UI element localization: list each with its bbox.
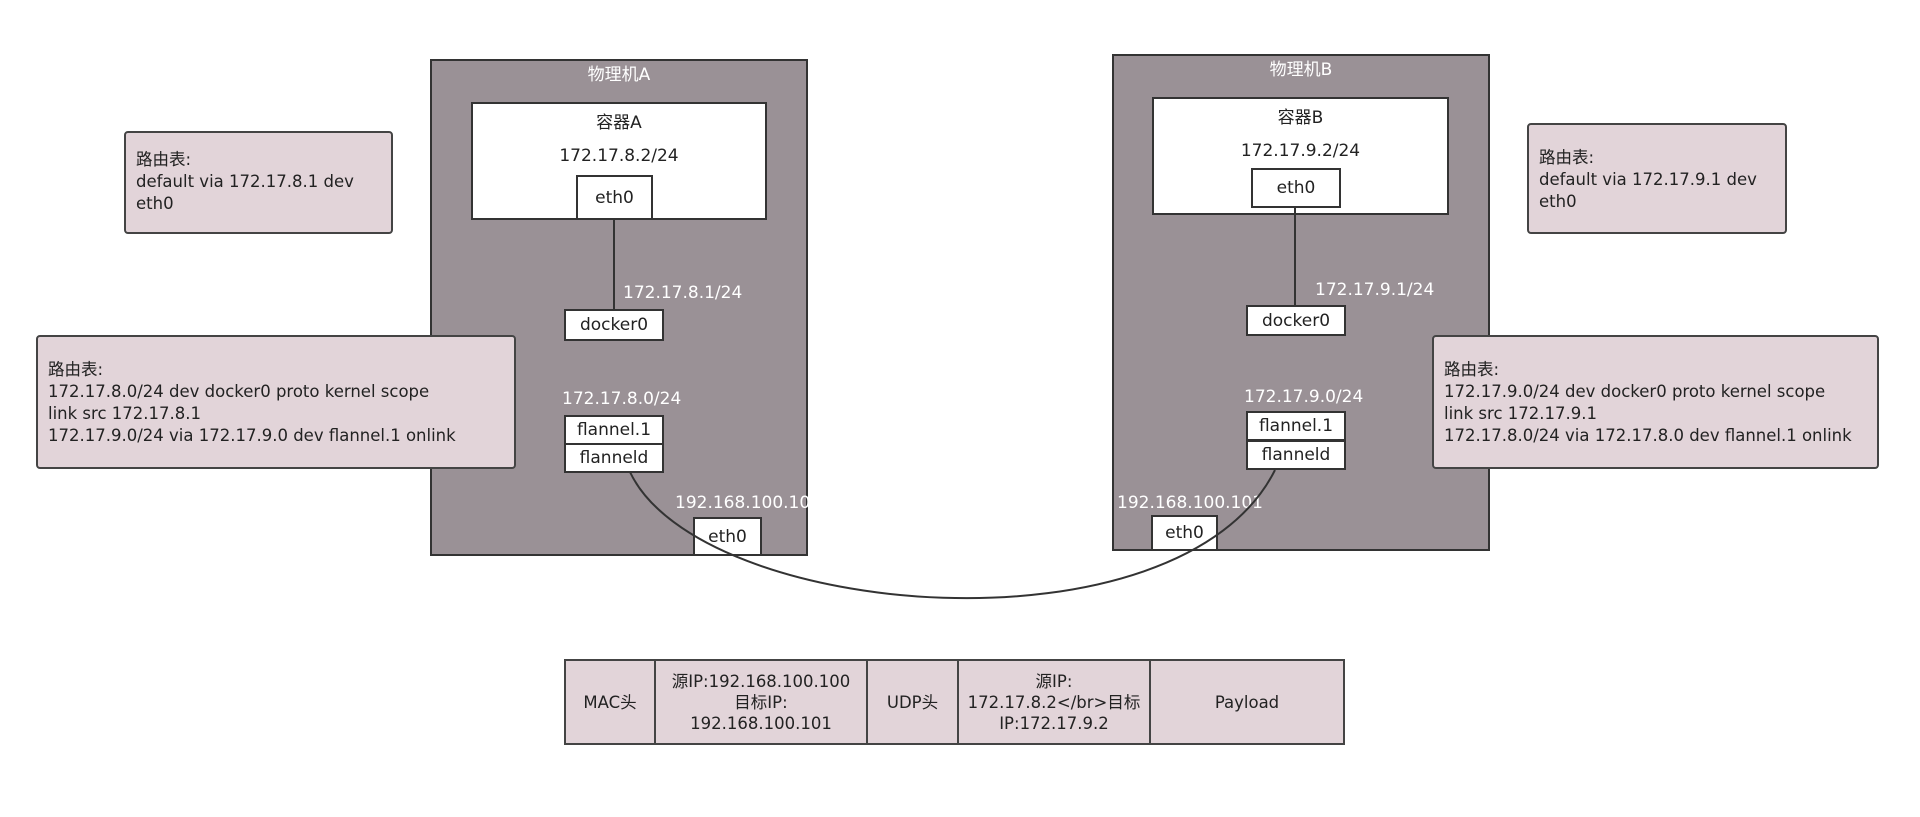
packet-outer-ip-line: 源IP:192.168.100.100 bbox=[671, 671, 851, 691]
host-a-docker0: docker0 bbox=[564, 309, 664, 341]
packet-mac-label: MAC头 bbox=[583, 692, 637, 712]
vxlan-tunnel-curve bbox=[629, 469, 1276, 600]
packet-inner-ip-line: 172.17.8.2</br>目标 bbox=[967, 692, 1141, 712]
note-line: default via 172.17.9.1 dev bbox=[1539, 170, 1757, 189]
note-container-b-route: 路由表: default via 172.17.9.1 dev eth0 bbox=[1527, 123, 1787, 234]
host-b-docker0: docker0 bbox=[1246, 305, 1346, 336]
note-container-a-route: 路由表: default via 172.17.8.1 dev eth0 bbox=[124, 131, 393, 234]
note-line: 路由表: bbox=[1539, 148, 1595, 167]
host-a-flanneld: flanneld bbox=[564, 443, 664, 473]
host-a-docker0-ip: 172.17.8.1/24 bbox=[623, 283, 743, 303]
packet-outer-ip-line: 目标IP: bbox=[734, 692, 788, 712]
note-line: link src 172.17.8.1 bbox=[48, 404, 201, 423]
host-b-title: 物理机B bbox=[1269, 60, 1333, 80]
host-b-eth0: eth0 bbox=[1151, 515, 1218, 551]
packet-structure: MAC头 源IP:192.168.100.100 目标IP: 192.168.1… bbox=[564, 659, 1345, 745]
packet-outer-ip-header: 源IP:192.168.100.100 目标IP: 192.168.100.10… bbox=[654, 659, 868, 745]
container-a-title: 容器A bbox=[596, 113, 642, 133]
note-line: 路由表: bbox=[136, 150, 192, 169]
packet-inner-ip-header: 源IP: 172.17.8.2</br>目标 IP:172.17.9.2 bbox=[957, 659, 1151, 745]
container-a-eth0: eth0 bbox=[576, 175, 653, 220]
host-b-flanneld: flanneld bbox=[1246, 440, 1346, 470]
packet-mac-header: MAC头 bbox=[564, 659, 656, 745]
note-line: 172.17.8.0/24 dev docker0 proto kernel s… bbox=[48, 382, 430, 401]
host-b-ip: 192.168.100.101 bbox=[1117, 493, 1264, 513]
packet-udp-label: UDP头 bbox=[886, 692, 939, 712]
packet-inner-ip-line: IP:172.17.9.2 bbox=[999, 713, 1109, 733]
host-a-title: 物理机A bbox=[587, 65, 651, 85]
packet-inner-ip-line: 源IP: bbox=[1035, 671, 1073, 691]
packet-udp-header: UDP头 bbox=[866, 659, 959, 745]
host-b-subnet: 172.17.9.0/24 bbox=[1244, 387, 1364, 407]
note-line: 172.17.9.0/24 via 172.17.9.0 dev flannel… bbox=[48, 426, 456, 445]
note-line: 路由表: bbox=[1444, 360, 1500, 379]
host-a-subnet: 172.17.8.0/24 bbox=[562, 389, 682, 409]
note-host-b-route: 路由表: 172.17.9.0/24 dev docker0 proto ker… bbox=[1432, 335, 1879, 469]
packet-payload-label: Payload bbox=[1214, 692, 1280, 712]
note-line: 路由表: bbox=[48, 360, 104, 379]
note-line: eth0 bbox=[136, 194, 174, 213]
packet-payload: Payload bbox=[1149, 659, 1345, 745]
note-line: link src 172.17.9.1 bbox=[1444, 404, 1597, 423]
container-a-ip: 172.17.8.2/24 bbox=[559, 146, 679, 166]
host-b-docker0-ip: 172.17.9.1/24 bbox=[1315, 280, 1435, 300]
note-line: 172.17.8.0/24 via 172.17.8.0 dev flannel… bbox=[1444, 426, 1852, 445]
host-a-flannel1: flannel.1 bbox=[564, 415, 664, 445]
note-line: 172.17.9.0/24 dev docker0 proto kernel s… bbox=[1444, 382, 1826, 401]
note-line: default via 172.17.8.1 dev bbox=[136, 172, 354, 191]
host-b-flannel1: flannel.1 bbox=[1246, 411, 1346, 441]
container-b-ip: 172.17.9.2/24 bbox=[1240, 141, 1361, 161]
host-a-ip: 192.168.100.100 bbox=[675, 493, 822, 513]
container-b-title: 容器B bbox=[1277, 108, 1324, 128]
note-host-a-route: 路由表: 172.17.8.0/24 dev docker0 proto ker… bbox=[36, 335, 516, 469]
note-line: eth0 bbox=[1539, 192, 1577, 211]
container-b-eth0: eth0 bbox=[1251, 168, 1341, 208]
packet-outer-ip-line: 192.168.100.101 bbox=[690, 713, 832, 733]
